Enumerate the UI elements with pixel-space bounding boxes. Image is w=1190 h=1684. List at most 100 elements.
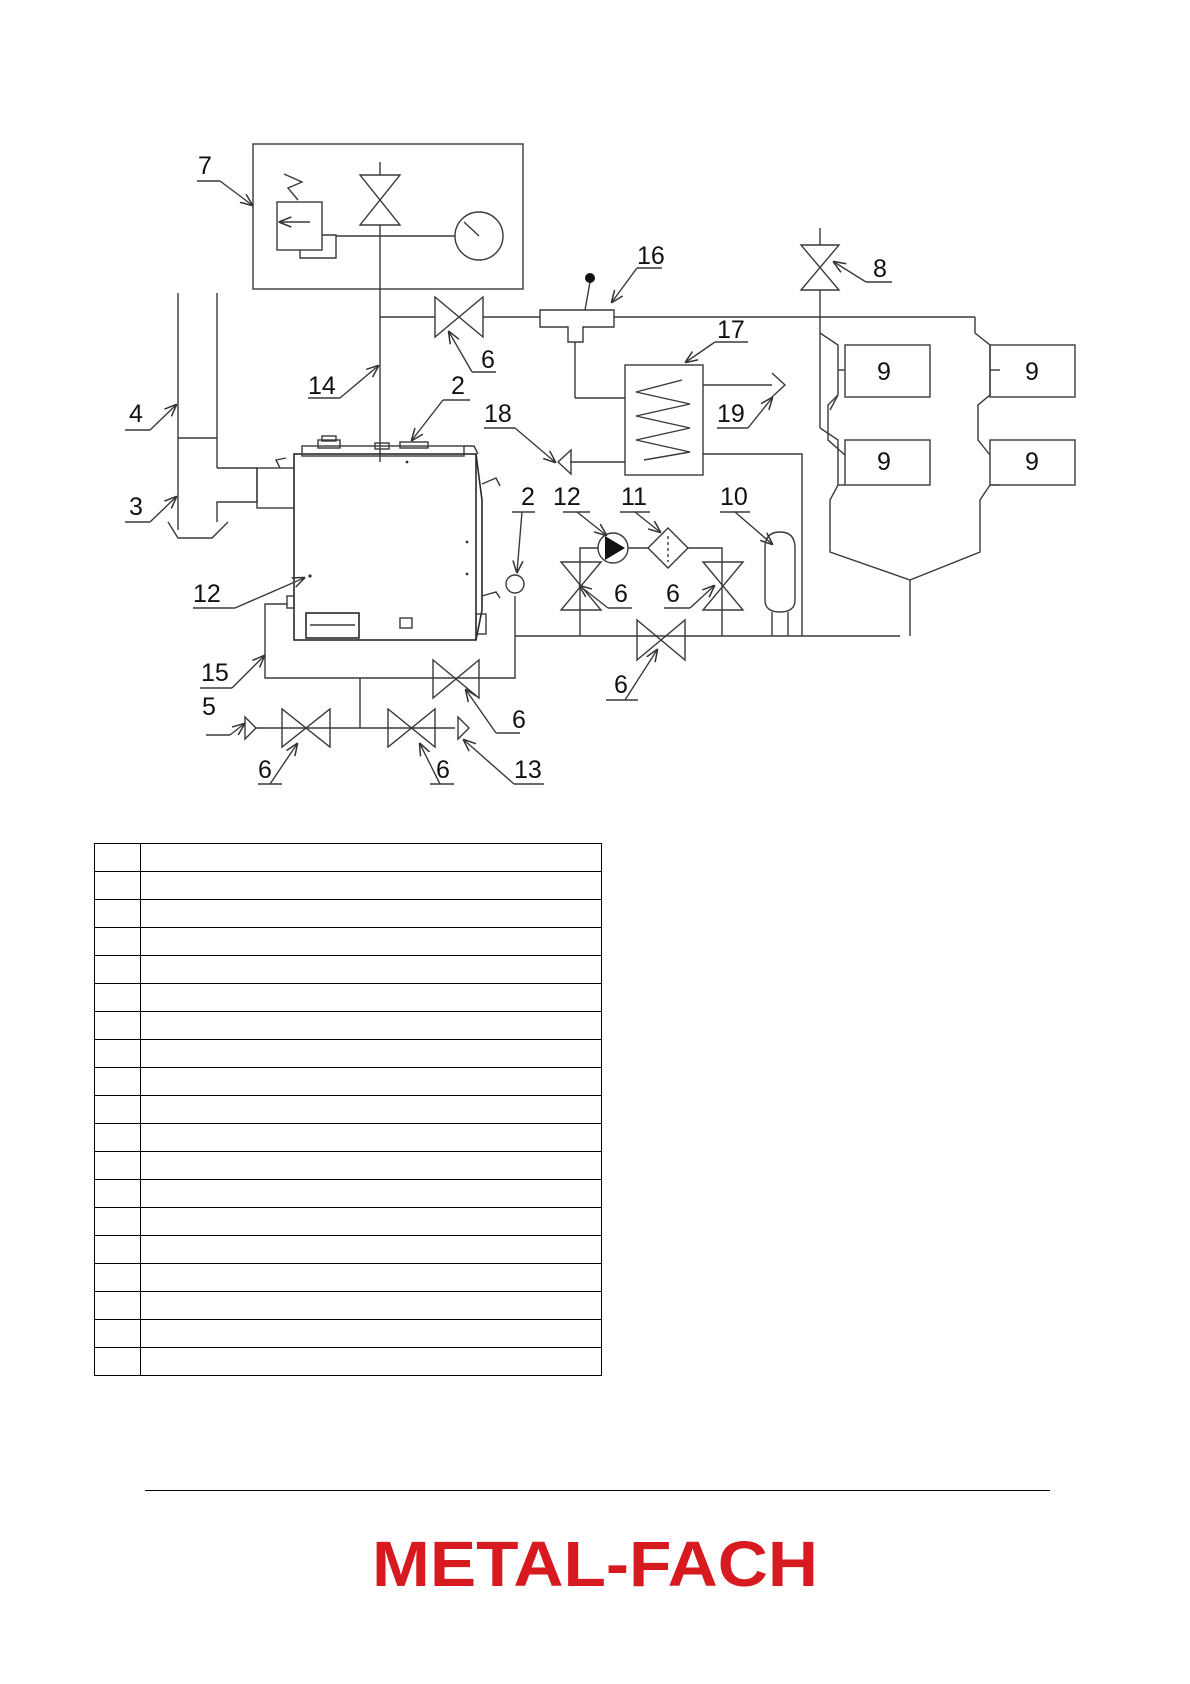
callout-16: 16 <box>637 242 665 270</box>
callout-6: 6 <box>512 706 526 734</box>
legend-number <box>94 871 141 900</box>
legend-number <box>94 1067 141 1096</box>
logo-text: METAL-FACH <box>372 1536 818 1592</box>
drain-connection-icon <box>457 715 470 741</box>
legend-row <box>94 1151 602 1180</box>
leader-lines <box>125 180 892 785</box>
legend-description <box>140 983 602 1012</box>
metal-fach-logo: METAL-FACH <box>372 1536 818 1592</box>
expansion-vessel-icon <box>764 531 796 613</box>
legend-row <box>94 955 602 984</box>
legend-description <box>140 1291 602 1320</box>
legend-row <box>94 1319 602 1348</box>
thermostatic-valve-icon <box>539 309 615 343</box>
legend-number <box>94 1123 141 1152</box>
radiator-label: 9 <box>877 448 891 476</box>
legend-description <box>140 1263 602 1292</box>
legend-row <box>94 1179 602 1208</box>
legend-number <box>94 1347 141 1376</box>
callout-7: 7 <box>198 152 212 180</box>
radiator-label: 9 <box>877 358 891 386</box>
legend-description <box>140 1039 602 1068</box>
legend-number <box>94 1207 141 1236</box>
legend-description <box>140 1123 602 1152</box>
legend-table <box>94 843 602 1376</box>
legend-number <box>94 843 141 872</box>
legend-row <box>94 1207 602 1236</box>
legend-row <box>94 843 602 872</box>
legend-row <box>94 871 602 900</box>
legend-description <box>140 1235 602 1264</box>
radiator-3 <box>989 344 1076 398</box>
radiator-2 <box>844 439 931 486</box>
legend-description <box>140 1067 602 1096</box>
heating-system-diagram: 9 9 9 9 7 16 8 6 17 14 2 4 18 19 <box>125 143 1076 785</box>
legend-number <box>94 1095 141 1124</box>
legend-body <box>94 843 602 1376</box>
callout-5: 5 <box>202 693 216 721</box>
pressure-gauge-icon <box>454 211 504 261</box>
legend-description <box>140 1151 602 1180</box>
legend-number <box>94 1039 141 1068</box>
callout-14: 14 <box>308 372 336 400</box>
legend-description <box>140 955 602 984</box>
cold-water-inlet-icon <box>556 448 572 476</box>
supply-valve-icon <box>434 295 484 339</box>
legend-row <box>94 1123 602 1152</box>
callout-8: 8 <box>873 255 887 283</box>
legend-number <box>94 1263 141 1292</box>
legend-number <box>94 1319 141 1348</box>
legend-number <box>94 1179 141 1208</box>
legend-number <box>94 983 141 1012</box>
callout-2: 2 <box>451 372 465 400</box>
legend-number <box>94 1151 141 1180</box>
legend-description <box>140 1347 602 1376</box>
return-pipe <box>264 603 516 679</box>
radiator-label: 9 <box>1025 358 1039 386</box>
fill-valve-icon <box>281 707 331 749</box>
legend-row <box>94 1011 602 1040</box>
shutoff-valve-icon <box>432 658 480 700</box>
air-vent-valve-icon <box>799 244 841 291</box>
callout-18: 18 <box>484 400 512 428</box>
callout-6: 6 <box>258 756 272 784</box>
legend-description <box>140 871 602 900</box>
legend-description <box>140 843 602 872</box>
legend-description <box>140 927 602 956</box>
legend-description <box>140 1011 602 1040</box>
legend-row <box>94 927 602 956</box>
legend-description <box>140 899 602 928</box>
hot-water-outlet-icon <box>771 372 787 398</box>
footer-divider <box>145 1490 1050 1491</box>
boiler-icon <box>256 435 501 641</box>
legend-row <box>94 1291 602 1320</box>
callout-17: 17 <box>717 316 745 344</box>
legend-number <box>94 1011 141 1040</box>
radiator-label: 9 <box>1025 448 1039 476</box>
callout-6: 6 <box>666 580 680 608</box>
callout-12: 12 <box>553 483 581 511</box>
legend-row <box>94 899 602 928</box>
legend-row <box>94 983 602 1012</box>
callout-2: 2 <box>521 483 535 511</box>
radiator-network <box>819 317 1000 636</box>
legend-row <box>94 1039 602 1068</box>
callout-10: 10 <box>720 483 748 511</box>
legend-number <box>94 899 141 928</box>
legend-description <box>140 1319 602 1348</box>
legend-number <box>94 1235 141 1264</box>
callout-6: 6 <box>436 756 450 784</box>
callout-3: 3 <box>129 493 143 521</box>
hot-water-tank-icon <box>624 364 704 476</box>
bypass-valve-icon <box>636 618 686 662</box>
chimney-flue <box>167 293 258 539</box>
legend-number <box>94 955 141 984</box>
legend-description <box>140 1095 602 1124</box>
callout-13: 13 <box>514 756 542 784</box>
radiator-4 <box>989 439 1076 486</box>
callout-19: 19 <box>717 400 745 428</box>
callout-11: 11 <box>621 483 647 511</box>
pump-valve-right-icon <box>701 561 745 611</box>
drain-valve-icon <box>387 707 436 749</box>
legend-number <box>94 1291 141 1320</box>
